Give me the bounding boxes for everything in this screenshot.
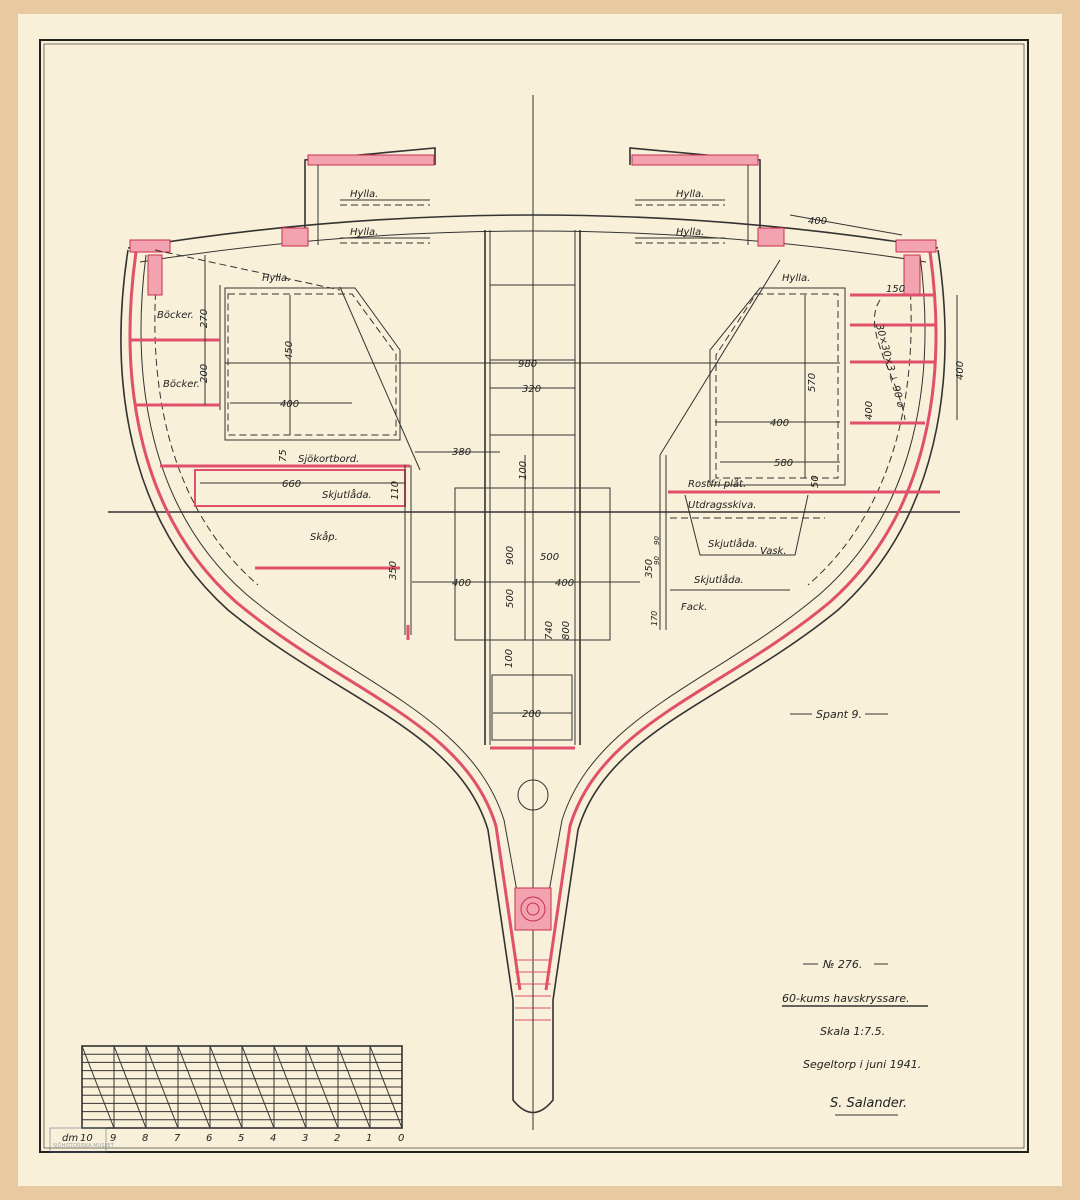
label-skap: Skåp. [310,530,338,543]
dimension-value: 740 [544,621,555,640]
dimension-value: 320 [522,384,541,395]
dimension-value: 90 [653,536,661,545]
label-bocker: Böcker. [163,379,200,390]
label-utdragsskiva: Utdragsskiva. [688,500,756,511]
dimension-value: 400 [555,578,574,589]
scale-bar [81,1045,403,1129]
scale-diagonal [337,1045,371,1129]
scale-tick: 0 [398,1133,404,1144]
part-labels: Hylla. Hylla. Hylla. Hylla. Hylla. Hylla… [157,189,888,721]
dimension-value: 400 [280,399,299,410]
drawing-number: № 276. [822,958,862,971]
scale-tick: 3 [302,1133,308,1144]
dimension-value: 110 [390,481,401,500]
scale-diagonal [273,1045,307,1129]
dimension-value: 800 [561,621,572,640]
stamp-text: SJÖHISTORISKA MUSEET [53,1142,115,1149]
dimension-value: 400 [770,418,789,429]
dimension-value: 660 [282,479,301,490]
label-skjutlada: Skjutlåda. [708,537,758,550]
stamp-frame [49,1127,107,1153]
border [39,39,1029,1153]
companion-ladder [454,230,611,750]
scale-diagonal [305,1045,339,1129]
scale-tick: 2 [334,1133,340,1144]
scale-tick: 8 [142,1133,148,1144]
scale-tick: 4 [270,1133,276,1144]
label-hylla: Hylla. [262,273,290,284]
dimension-value: 570 [807,373,818,392]
label-rostfri-plat: Rostfri plåt. [688,477,746,490]
scale-tick: 9 [110,1133,116,1144]
dimension-value: 200 [199,364,210,383]
dimension-value: 980 [518,359,537,370]
dimension-value: 400 [808,216,827,227]
scale-diagonal [369,1045,403,1129]
dimension-value: 75 [278,449,289,462]
dimension-value: 400 [955,361,966,380]
dimension-value: 400 [864,401,875,420]
vessel-name: 60-kums havskryssare. [782,992,910,1005]
dimension-value: 450 [284,341,295,360]
label-skjutlada: Skjutlåda. [694,573,744,586]
scale-tick: 6 [206,1133,212,1144]
scale-diagonal [209,1045,243,1129]
dimension-value: 350 [388,561,399,580]
scale-unit: dm [62,1133,78,1144]
dimension-value: 400 [452,578,471,589]
scale-diagonal [81,1045,115,1129]
paper [18,14,1062,1186]
dimension-value: 90 [653,556,661,565]
label-hylla: Hylla. [350,227,378,238]
scale-diagonal [145,1045,179,1129]
scale-diagonal [241,1045,275,1129]
place-date: Segeltorp i juni 1941. [803,1058,921,1071]
scale-tick: 10 [80,1133,93,1144]
dimension-value: 200 [522,709,541,720]
label-fack: Fack. [681,602,707,613]
dimension-value: 500 [540,552,559,563]
dimension-value: 100 [504,649,515,668]
label-vask: Vask. [760,546,787,557]
dimension-value: 900 [505,546,516,565]
dimension-value: 150 [886,284,905,295]
label-skjutlada: Skjutlåda. [322,488,372,501]
scale-bar-labels: dm 10 9 8 7 6 5 4 3 2 1 0 [62,1133,404,1144]
hull-section [120,249,946,1114]
dimension-value: 380 [452,447,471,458]
dimension-value: 170 [650,611,659,626]
label-hylla: Hylla. [350,189,378,200]
label-sjokortbord: Sjökortbord. [298,454,359,465]
deck-and-cabin [127,147,939,296]
dimension-value: 270 [199,309,210,328]
scale-tick: 7 [174,1133,181,1144]
dimension-value: 50 [810,475,821,488]
label-bocker: Böcker. [157,310,194,321]
dimension-value: 350 [644,559,655,578]
museum-stamp: SJÖHISTORISKA MUSEET [49,1127,115,1153]
label-hylla: Hylla. [676,227,704,238]
scale-diagonal [113,1045,147,1129]
dimension-value: 500 [505,589,516,608]
label-hylla: Hylla. [782,273,810,284]
dimension-value: 580 [774,458,793,469]
scale-tick: 5 [238,1133,244,1144]
inner-border [43,43,1025,1149]
signature: S. Salander. [830,1096,907,1111]
label-hylla: Hylla. [676,189,704,200]
starboard-furniture [659,259,940,630]
dimension-lines [200,214,958,714]
title-block: № 276. 60-kums havskryssare. Skala 1:7.5… [782,958,928,1116]
dimension-value: 100 [518,461,529,480]
drawing-scale: Skala 1:7.5. [820,1025,885,1038]
scale-tick: 1 [366,1133,372,1144]
scale-diagonal [177,1045,211,1129]
section-title: Spant 9. [816,708,862,721]
